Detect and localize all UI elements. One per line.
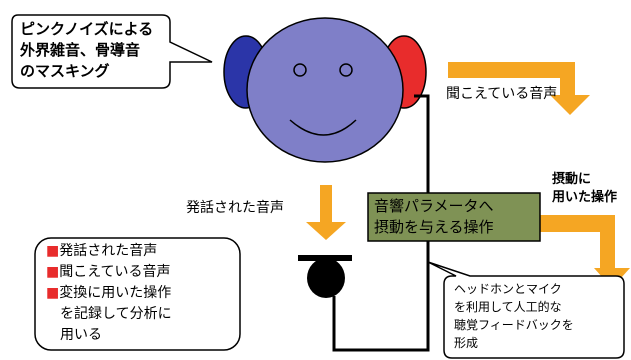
masking-callout-line-3: のマスキング [20, 62, 110, 80]
analysis-box [34, 237, 241, 351]
microphone-head [307, 258, 345, 298]
spoken-voice-arrow [306, 185, 346, 240]
face-circle [246, 17, 404, 163]
operation-label-line-1: 摂動に [552, 172, 592, 187]
analysis-item-1: ■発話された音声 [46, 243, 158, 259]
param-box-line-2: 摂動を与える操作 [374, 218, 494, 236]
analysis-item-3: ■変換に用いた操作 [46, 285, 172, 301]
masking-callout-line-1: ピンクノイズによる [20, 20, 154, 38]
left-eye [293, 63, 307, 77]
headphone-cable [332, 94, 430, 352]
param-box-line-1: 音響パラメータへ [374, 197, 494, 215]
headphone-callout-bubble [427, 261, 625, 359]
heard-voice-arrow [448, 62, 590, 115]
spoken-voice-label: 発話された音声 [186, 200, 284, 216]
operation-arrow [540, 215, 630, 288]
headphone-callout-line-2: を利用して人工的な [454, 300, 562, 314]
masking-callout-line-2: 外界雑音、骨導音 [20, 41, 141, 59]
analysis-tail-2: 用いる [60, 327, 102, 343]
headphone-callout-line-4: 形成 [454, 336, 479, 350]
operation-label-line-2: 用いた操作 [552, 190, 618, 205]
analysis-tail-1: を記録して分析に [60, 306, 172, 322]
param-box [367, 192, 541, 242]
masking-callout-bubble [11, 14, 213, 89]
bullet-square-icon: ■ [46, 243, 60, 259]
right-eye [339, 63, 353, 77]
bullet-square-icon: ■ [46, 285, 60, 301]
analysis-item-2: ■聞こえている音声 [46, 264, 171, 280]
headphone-callout-line-3: 聴覚フィードバックを [454, 318, 574, 332]
smile [289, 119, 357, 136]
headphone-callout-line-1: ヘッドホンとマイク [454, 282, 562, 296]
bullet-square-icon: ■ [46, 264, 60, 280]
heard-voice-label: 聞こえている音声 [446, 86, 558, 102]
